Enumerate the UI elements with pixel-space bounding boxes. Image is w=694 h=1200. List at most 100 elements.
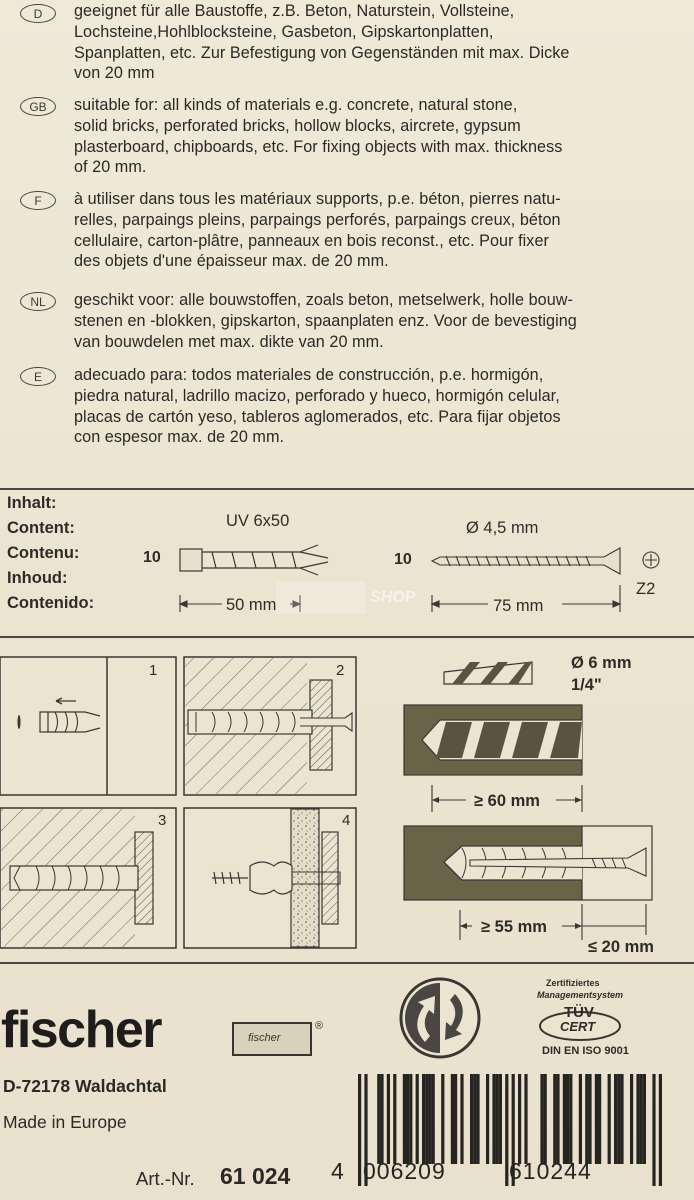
step-3-number: 3 xyxy=(158,812,167,829)
barcode-bar xyxy=(428,1074,432,1164)
barcode-bar xyxy=(639,1074,643,1164)
barcode-bar xyxy=(588,1074,592,1164)
barcode-bar xyxy=(358,1074,362,1186)
barcode-bar xyxy=(473,1074,477,1164)
barcode-bar xyxy=(415,1074,419,1164)
screw-icon xyxy=(430,547,621,575)
barcode-bar xyxy=(566,1074,570,1164)
cert-line-2: Managementsystem xyxy=(537,990,624,1000)
barcode-bar xyxy=(454,1074,458,1164)
plug-name: UV 6x50 xyxy=(226,512,290,530)
anchor-installed-diagram xyxy=(403,825,653,940)
barcode-bar xyxy=(598,1074,602,1164)
cert-standard: DIN EN ISO 9001 xyxy=(542,1045,629,1057)
cert-mark: TÜV xyxy=(564,1004,594,1021)
lang-text-fr: à utiliser dans tous les matériaux suppo… xyxy=(74,190,561,271)
brand-logo: fischer xyxy=(1,1001,163,1059)
barcode-bar xyxy=(578,1074,582,1164)
brand-badge: fischer xyxy=(232,1022,312,1056)
ean-group-1: 006209 xyxy=(363,1158,446,1184)
barcode-bar xyxy=(642,1074,646,1164)
lang-block-nl: NL geschikt voor: alle bouwstoffen, zoal… xyxy=(0,291,694,357)
barcode-bar xyxy=(492,1074,496,1164)
lang-badge-fr: F xyxy=(20,191,56,210)
barcode-bar xyxy=(636,1074,640,1164)
barcode-bar xyxy=(524,1074,528,1164)
barcode xyxy=(358,1074,662,1186)
pozidriv-icon xyxy=(642,551,660,569)
instructions-diagram xyxy=(0,656,694,964)
ean-first-digit: 4 xyxy=(331,1158,345,1184)
barcode-bar xyxy=(658,1074,662,1186)
barcode-bar xyxy=(486,1074,490,1164)
brand-badge-text: fischer xyxy=(248,1032,281,1044)
green-dot-recycle-icon xyxy=(399,977,481,1059)
barcode-bar xyxy=(630,1074,634,1164)
spec-drill-inch: 1/4" xyxy=(571,676,602,694)
barcode-bar xyxy=(585,1074,589,1164)
barcode-bar xyxy=(450,1074,454,1164)
step-4-number: 4 xyxy=(342,812,351,829)
step-2-panel xyxy=(183,656,357,796)
lang-text-nl: geschikt voor: alle bouwstoffen, zoals b… xyxy=(74,291,577,351)
lang-badge-de: D xyxy=(20,4,56,23)
step-1-panel xyxy=(0,656,177,796)
screw-diameter: Ø 4,5 mm xyxy=(466,519,539,537)
spec-drill-depth: ≥ 60 mm xyxy=(474,792,540,810)
barcode-bar xyxy=(498,1074,502,1164)
step-4-panel xyxy=(183,807,357,949)
drill-hole-diagram xyxy=(403,704,583,812)
barcode-bar xyxy=(431,1074,435,1164)
barcode-bar xyxy=(377,1074,381,1164)
article-label: Art.-Nr. xyxy=(136,1168,195,1189)
barcode-bar xyxy=(460,1074,464,1164)
lang-badge-es: E xyxy=(20,367,56,386)
barcode-bar xyxy=(543,1074,547,1164)
barcode-bar xyxy=(380,1074,384,1164)
step-2-number: 2 xyxy=(336,662,345,679)
barcode-bar xyxy=(614,1074,618,1164)
barcode-bar xyxy=(553,1074,557,1164)
ean-group-2: 610244 xyxy=(509,1158,592,1184)
barcode-bar xyxy=(594,1074,598,1164)
plug-qty: 10 xyxy=(143,549,161,566)
barcode-bar xyxy=(393,1074,397,1164)
barcode-bar xyxy=(569,1074,573,1164)
lang-block-de: D geeignet für alle Baustoffe, z.B. Beto… xyxy=(0,2,694,87)
plug-length: 50 mm xyxy=(226,596,277,614)
barcode-bar xyxy=(409,1074,413,1164)
lang-text-es: adecuado para: todos materiales de const… xyxy=(74,366,561,447)
barcode-bar xyxy=(425,1074,429,1164)
cert-line-1: Zertifiziertes xyxy=(546,978,600,988)
barcode-bar xyxy=(386,1074,390,1164)
drill-bit-icon xyxy=(443,661,533,685)
plug-icon xyxy=(179,544,329,576)
cert-mark-2: CERT xyxy=(560,1019,596,1034)
barcode-bar xyxy=(476,1074,480,1164)
tuv-cert-icon xyxy=(539,1011,621,1041)
lang-block-fr: F à utiliser dans tous les matériaux sup… xyxy=(0,190,694,274)
lang-text-de: geeignet für alle Baustoffe, z.B. Beton,… xyxy=(74,2,570,83)
barcode-bar xyxy=(540,1074,544,1164)
lang-block-gb: GB suitable for: all kinds of materials … xyxy=(0,96,694,180)
divider xyxy=(0,488,694,490)
barcode-bar xyxy=(402,1074,406,1164)
barcode-bar xyxy=(470,1074,474,1164)
spec-fixture-thickness: ≤ 20 mm xyxy=(588,938,654,956)
barcode-bar xyxy=(620,1074,624,1164)
content-label-es: Contenido: xyxy=(7,594,95,612)
lang-badge-gb: GB xyxy=(20,97,56,116)
barcode-bar xyxy=(556,1074,560,1164)
article-number: 61 024 xyxy=(220,1163,291,1189)
screw-length: 75 mm xyxy=(493,597,544,615)
barcode-bar xyxy=(562,1074,566,1164)
content-label-de: Inhalt: xyxy=(7,494,57,512)
barcode-bar xyxy=(364,1074,368,1186)
screw-drive: Z2 xyxy=(636,580,656,598)
barcode-bar xyxy=(441,1074,445,1164)
step-1-number: 1 xyxy=(149,662,158,679)
lang-block-es: E adecuado para: todos materiales de con… xyxy=(0,366,694,450)
spec-anchor-depth: ≥ 55 mm xyxy=(481,918,547,936)
